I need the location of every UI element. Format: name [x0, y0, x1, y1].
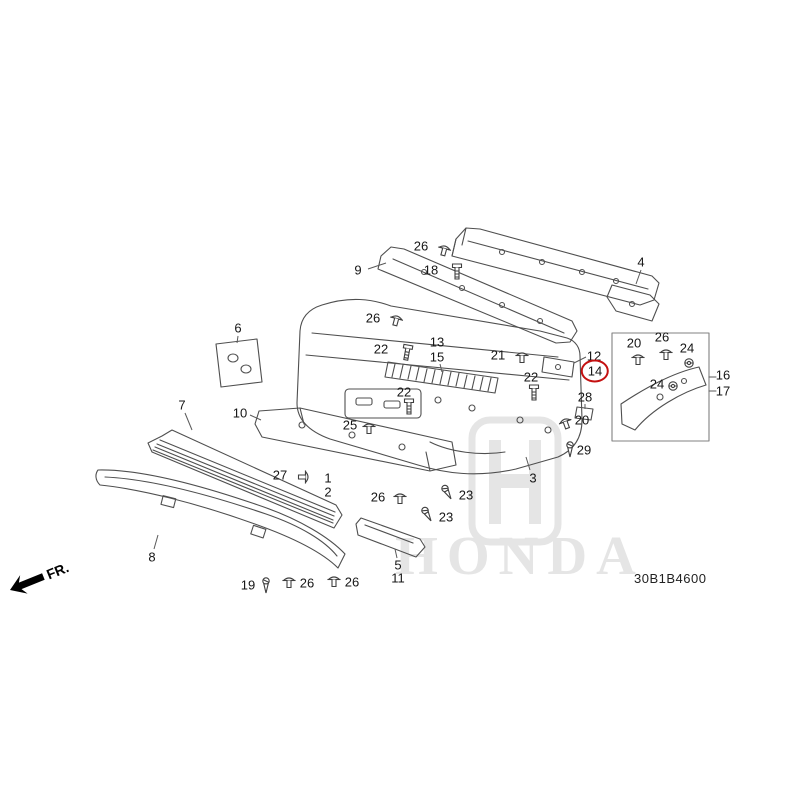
part-callout-10[interactable]: 10	[232, 405, 248, 421]
part-callout-14-highlighted[interactable]: 14	[580, 359, 610, 383]
bolt-fastener-icon	[403, 398, 415, 415]
clip-fastener-icon	[389, 315, 404, 327]
leader-line-12	[573, 356, 587, 364]
part-callout-13[interactable]: 13	[429, 334, 445, 350]
honda-watermark: HONDA	[395, 416, 645, 586]
grommet-fastener-icon	[684, 358, 694, 368]
fog-garnish-box	[611, 332, 717, 442]
part-callout-25[interactable]: 25	[342, 417, 358, 433]
part-callout-16[interactable]: 16	[715, 367, 731, 383]
leader-line-6	[236, 335, 239, 344]
part-callout-26[interactable]: 26	[370, 489, 386, 505]
part-callout-27[interactable]: 27	[272, 467, 288, 483]
under-cover-part	[254, 407, 457, 472]
grommet-fastener-icon	[668, 381, 678, 391]
part-callout-23[interactable]: 23	[458, 487, 474, 503]
screw-fastener-icon	[566, 441, 574, 458]
fr-direction-indicator: FR.	[2, 548, 92, 604]
clip-fastener-icon	[558, 418, 572, 430]
leader-line-8	[153, 534, 159, 550]
part-callout-12[interactable]: 12	[586, 348, 602, 364]
clip-fastener-icon	[362, 423, 376, 435]
honda-h-icon	[489, 440, 541, 524]
bumper-bracket-part	[541, 356, 575, 378]
leader-line-5	[394, 548, 398, 559]
part-callout-17[interactable]: 17	[715, 383, 731, 399]
part-callout-22[interactable]: 22	[523, 369, 539, 385]
part-callout-4[interactable]: 4	[637, 254, 645, 270]
part-callout-22[interactable]: 22	[396, 384, 412, 400]
honda-emblem-outline-icon	[468, 416, 562, 546]
fr-arrow-icon	[10, 573, 45, 594]
screw-fastener-icon	[421, 506, 432, 522]
leader-line-15	[439, 363, 443, 373]
screw-fastener-icon	[262, 577, 270, 594]
leader-line-7	[184, 412, 193, 431]
lower-grille-part	[147, 429, 343, 529]
clip-fastener-icon	[515, 352, 529, 364]
part-callout-1[interactable]: 1	[324, 470, 332, 486]
part-callout-8[interactable]: 8	[148, 549, 156, 565]
clip-fastener-icon	[437, 245, 452, 257]
bumper-beam-part	[451, 227, 660, 306]
diagram-code: 30B1B4600	[634, 571, 707, 586]
part-callout-21[interactable]: 21	[490, 347, 506, 363]
small-bracket-part	[574, 406, 594, 421]
part-callout-15[interactable]: 15	[429, 349, 445, 365]
leader-line-10	[249, 414, 262, 421]
part-callout-26[interactable]: 26	[344, 574, 360, 590]
front-spoiler-part	[95, 469, 346, 569]
part-callout-7[interactable]: 7	[178, 397, 186, 413]
part-callout-20[interactable]: 20	[574, 412, 590, 428]
part-callout-3[interactable]: 3	[529, 470, 537, 486]
bolt-fastener-icon	[402, 343, 414, 361]
clip-fastener-icon	[297, 470, 309, 484]
beam-extension-part	[606, 284, 660, 322]
grille-insert-part	[384, 361, 499, 394]
screw-fastener-icon	[441, 484, 452, 500]
honda-watermark-text: HONDA	[395, 525, 645, 586]
part-callout-6[interactable]: 6	[234, 320, 242, 336]
part-callout-2[interactable]: 2	[324, 484, 332, 500]
part-callout-24[interactable]: 24	[649, 376, 665, 392]
part-callout-26[interactable]: 26	[654, 329, 670, 345]
clip-fastener-icon	[659, 349, 673, 361]
clip-fastener-icon	[393, 493, 407, 505]
part-callout-24[interactable]: 24	[679, 340, 695, 356]
clip-fastener-icon	[282, 577, 296, 589]
part-callout-19[interactable]: 19	[240, 577, 256, 593]
part-callout-11[interactable]: 11	[391, 570, 405, 586]
clip-fastener-icon	[327, 576, 341, 588]
bolt-fastener-icon	[451, 263, 463, 280]
part-callout-26[interactable]: 26	[365, 310, 381, 326]
part-callout-5[interactable]: 5	[394, 557, 402, 573]
part-callout-26[interactable]: 26	[413, 238, 429, 254]
corner-garnish-part	[355, 517, 426, 558]
leader-line-9	[367, 262, 387, 270]
part-callout-26[interactable]: 26	[299, 575, 315, 591]
leader-line-3	[525, 456, 531, 471]
part-callout-22[interactable]: 22	[373, 341, 389, 357]
license-plate-bracket-part	[215, 338, 263, 388]
clip-fastener-icon	[631, 354, 645, 366]
part-callout-29[interactable]: 29	[576, 442, 592, 458]
part-callout-28[interactable]: 28	[577, 389, 593, 405]
part-callout-9[interactable]: 9	[354, 262, 362, 278]
part-callout-18[interactable]: 18	[423, 262, 439, 278]
bumper-stay-part	[377, 246, 578, 344]
bolt-fastener-icon	[528, 384, 540, 401]
part-callout-23[interactable]: 23	[438, 509, 454, 525]
fr-label: FR.	[44, 559, 71, 582]
part-callout-20[interactable]: 20	[626, 335, 642, 351]
leader-line-4	[635, 269, 642, 285]
bumper-face-part	[296, 298, 583, 475]
